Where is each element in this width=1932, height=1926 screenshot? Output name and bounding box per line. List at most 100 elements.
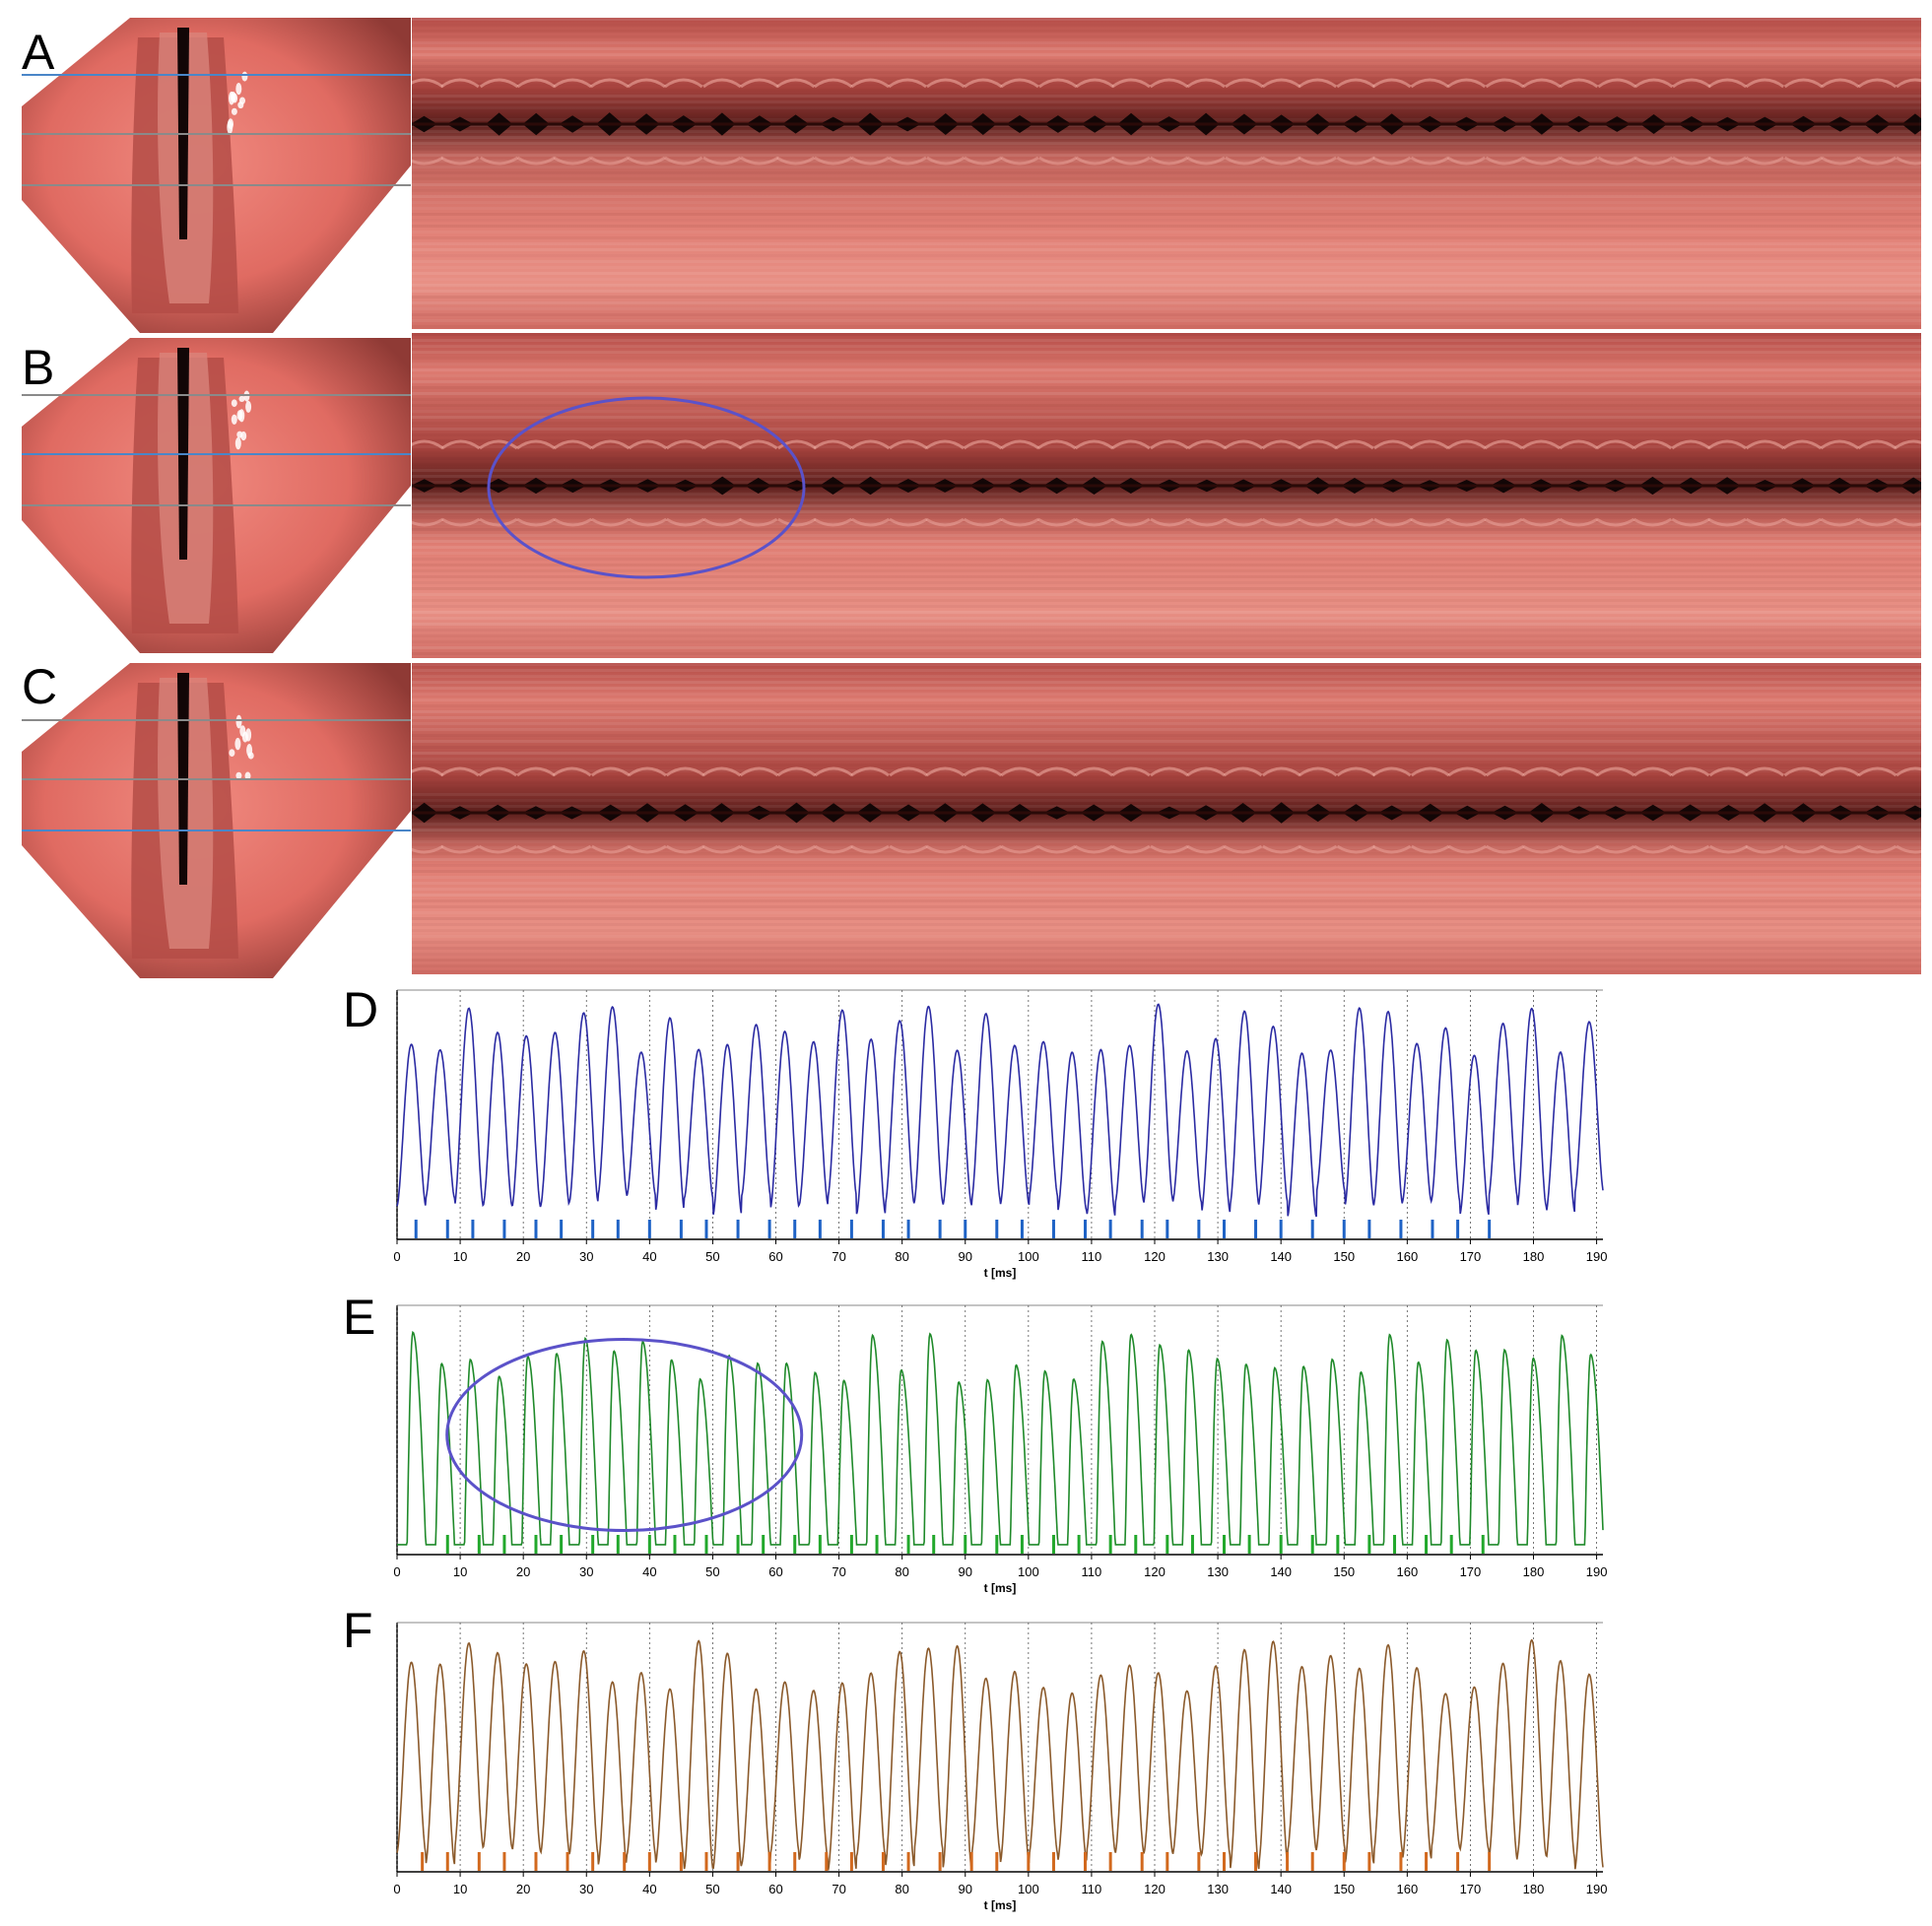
- texture-stripe: [412, 171, 1921, 174]
- mucosal-wave: [440, 844, 480, 854]
- mucosal-wave: [1225, 78, 1264, 89]
- x-tick-label: 130: [1207, 1882, 1229, 1896]
- texture-stripe: [412, 363, 1921, 365]
- panel-label-f: F: [343, 1603, 373, 1658]
- texture-stripe: [412, 398, 1921, 401]
- mucosal-wave: [1186, 78, 1226, 89]
- x-tick-label: 30: [579, 1249, 593, 1264]
- mucosal-wave: [1745, 517, 1785, 527]
- mucosal-wave: [1111, 78, 1151, 89]
- x-tick-label: 130: [1207, 1564, 1229, 1579]
- x-tick-label: 170: [1460, 1882, 1482, 1896]
- texture-stripe: [412, 242, 1921, 245]
- mucosal-wave: [813, 439, 853, 450]
- mucosal-wave: [1670, 766, 1710, 777]
- mucosal-wave: [664, 156, 703, 166]
- x-tick-label: 20: [516, 1882, 530, 1896]
- mucosal-wave: [440, 517, 481, 527]
- x-tick-label: 170: [1460, 1564, 1482, 1579]
- texture-stripe: [412, 272, 1921, 275]
- texture-stripe: [412, 646, 1921, 649]
- signal-trace: [396, 1003, 1604, 1218]
- mucosal-wave: [1633, 78, 1674, 89]
- mucosal-wave: [440, 78, 480, 89]
- mucosal-wave: [553, 78, 592, 89]
- mucosal-wave: [889, 439, 928, 450]
- texture-stripe: [412, 374, 1921, 377]
- mucosal-wave: [1373, 439, 1413, 450]
- texture-stripe: [412, 823, 1921, 826]
- mucosal-wave: [627, 78, 666, 89]
- mucosal-wave: [440, 766, 480, 777]
- mucosal-wave: [1820, 439, 1859, 450]
- mucosal-wave: [1485, 78, 1525, 89]
- texture-stripe: [412, 652, 1921, 655]
- mucosal-wave: [1224, 439, 1263, 450]
- x-axis-title: t [ms]: [984, 1898, 1017, 1912]
- kymogram-background: [412, 663, 1921, 976]
- texture-stripe: [412, 457, 1921, 460]
- texture-stripe: [412, 593, 1921, 596]
- mucosal-wave: [926, 78, 966, 89]
- texture-stripe: [412, 95, 1921, 98]
- mucosal-wave: [627, 156, 666, 166]
- mucosal-wave: [1672, 78, 1711, 89]
- mucosal-wave: [665, 844, 705, 854]
- mucosal-wave: [702, 517, 742, 527]
- texture-stripe: [412, 422, 1921, 425]
- mucosal-wave: [516, 78, 556, 89]
- mucosal-wave: [1633, 766, 1673, 777]
- specular-highlight: [236, 410, 243, 421]
- texture-stripe: [412, 201, 1921, 204]
- texture-stripe: [412, 463, 1921, 466]
- mucosal-wave: [925, 766, 966, 777]
- mucosal-wave: [889, 766, 928, 777]
- mucosal-wave: [1447, 766, 1488, 777]
- texture-stripe: [412, 799, 1921, 802]
- texture-stripe: [412, 564, 1921, 566]
- texture-stripe: [412, 882, 1921, 885]
- texture-stripe: [412, 404, 1921, 407]
- mucosal-wave: [478, 766, 517, 777]
- texture-stripe: [412, 475, 1921, 478]
- mucosal-wave: [516, 156, 556, 166]
- x-tick-label: 20: [516, 1249, 530, 1264]
- texture-stripe: [412, 410, 1921, 413]
- mucosal-wave: [1596, 844, 1635, 854]
- texture-stripe: [412, 923, 1921, 926]
- texture-stripe: [412, 83, 1921, 86]
- mucosal-wave: [963, 844, 1003, 854]
- x-tick-label: 140: [1270, 1249, 1292, 1264]
- mucosal-wave: [1150, 766, 1189, 777]
- mucosal-wave: [1894, 517, 1921, 527]
- mucosal-wave: [1036, 766, 1077, 777]
- mucosal-wave: [1410, 517, 1449, 527]
- mucosal-wave: [1820, 517, 1859, 527]
- texture-stripe: [412, 546, 1921, 549]
- mucosal-wave: [738, 517, 778, 527]
- x-tick-label: 140: [1270, 1564, 1292, 1579]
- x-tick-label: 10: [453, 1249, 467, 1264]
- specular-highlight: [245, 400, 252, 413]
- texture-stripe: [412, 380, 1921, 383]
- x-tick-label: 70: [832, 1249, 845, 1264]
- x-tick-label: 100: [1018, 1882, 1039, 1896]
- texture-stripe: [412, 941, 1921, 944]
- mucosal-wave: [1336, 156, 1375, 166]
- mucosal-wave: [1485, 844, 1525, 854]
- x-tick-label: 150: [1333, 1564, 1355, 1579]
- x-tick-label: 110: [1082, 1882, 1102, 1896]
- texture-stripe: [412, 469, 1921, 472]
- x-tick-label: 180: [1523, 1249, 1545, 1264]
- mucosal-wave: [1896, 156, 1921, 166]
- texture-stripe: [412, 313, 1921, 316]
- texture-stripe: [412, 629, 1921, 631]
- mucosal-wave: [1745, 78, 1785, 89]
- x-tick-label: 90: [959, 1882, 972, 1896]
- x-tick-label: 160: [1396, 1249, 1418, 1264]
- mucosal-wave: [850, 78, 890, 89]
- texture-stripe: [412, 284, 1921, 287]
- mucosal-wave: [888, 156, 927, 166]
- texture-stripe: [412, 522, 1921, 525]
